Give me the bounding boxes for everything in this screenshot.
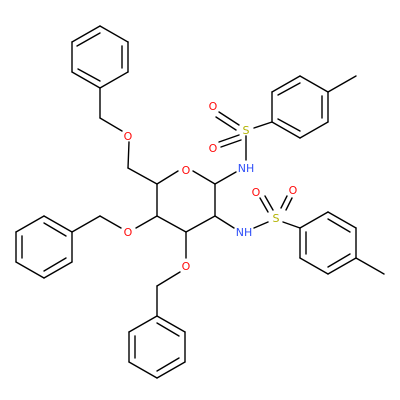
bond bbox=[271, 121, 301, 139]
bond bbox=[156, 215, 187, 233]
bond bbox=[215, 116, 237, 131]
amine-label-lower: NH bbox=[236, 226, 253, 239]
bond bbox=[156, 322, 180, 337]
bond bbox=[280, 195, 288, 209]
bond bbox=[253, 221, 269, 229]
bond bbox=[76, 32, 101, 47]
bond bbox=[156, 357, 180, 372]
bond bbox=[259, 197, 269, 213]
bond bbox=[156, 271, 181, 287]
ring-oxygen-label: O bbox=[182, 164, 191, 177]
ether-oxygen-label-3: O bbox=[182, 260, 191, 273]
bond bbox=[99, 117, 123, 132]
bond bbox=[299, 211, 329, 229]
bond bbox=[185, 215, 216, 233]
sulfonyl-oxygen-label: O bbox=[209, 142, 218, 155]
bond bbox=[128, 361, 158, 379]
bond bbox=[355, 257, 385, 275]
bond bbox=[15, 261, 45, 279]
bond bbox=[43, 261, 73, 279]
bond bbox=[299, 75, 329, 93]
bond bbox=[43, 215, 73, 233]
bond bbox=[128, 315, 158, 333]
bond bbox=[99, 25, 129, 43]
bond bbox=[127, 167, 158, 185]
bond bbox=[327, 211, 357, 229]
atom-labels: O NH NH S S O O O O O O O bbox=[124, 100, 298, 273]
bond bbox=[43, 257, 67, 272]
bond bbox=[327, 218, 351, 233]
bond bbox=[156, 315, 186, 333]
bond bbox=[156, 361, 186, 379]
bond bbox=[220, 139, 242, 148]
bond bbox=[327, 75, 357, 93]
bond bbox=[43, 222, 67, 237]
bond bbox=[327, 257, 357, 275]
bond bbox=[218, 111, 240, 126]
bond bbox=[277, 82, 301, 96]
bond bbox=[327, 253, 351, 268]
sulfonyl-oxygen-label: O bbox=[289, 184, 298, 197]
bond bbox=[299, 121, 329, 139]
amine-label-upper: NH bbox=[238, 162, 255, 175]
sulfur-label-lower: S bbox=[273, 212, 280, 225]
bond bbox=[99, 215, 122, 229]
bond bbox=[277, 118, 301, 132]
bond bbox=[214, 215, 235, 229]
bond bbox=[77, 68, 101, 82]
sulfonyl-oxygen-label: O bbox=[209, 100, 218, 113]
ether-oxygen-label-6: O bbox=[124, 130, 133, 143]
ether-oxygen-label-4: O bbox=[124, 226, 133, 239]
bond bbox=[99, 71, 129, 89]
bond bbox=[299, 257, 329, 275]
bond bbox=[156, 170, 179, 185]
bond bbox=[282, 221, 301, 229]
bond bbox=[71, 71, 101, 89]
bond bbox=[214, 171, 237, 185]
bond bbox=[285, 197, 293, 211]
bond bbox=[127, 141, 130, 169]
bond bbox=[135, 215, 158, 229]
bond bbox=[264, 195, 274, 211]
bond bbox=[253, 121, 273, 129]
bond bbox=[71, 25, 101, 43]
sulfonyl-oxygen-label: O bbox=[252, 186, 261, 199]
sulfur-label-upper: S bbox=[243, 124, 250, 137]
bond bbox=[71, 215, 101, 233]
bond bbox=[15, 215, 45, 233]
bond bbox=[192, 170, 216, 185]
bonds bbox=[15, 25, 385, 379]
bond bbox=[271, 75, 301, 93]
bond bbox=[218, 134, 240, 143]
